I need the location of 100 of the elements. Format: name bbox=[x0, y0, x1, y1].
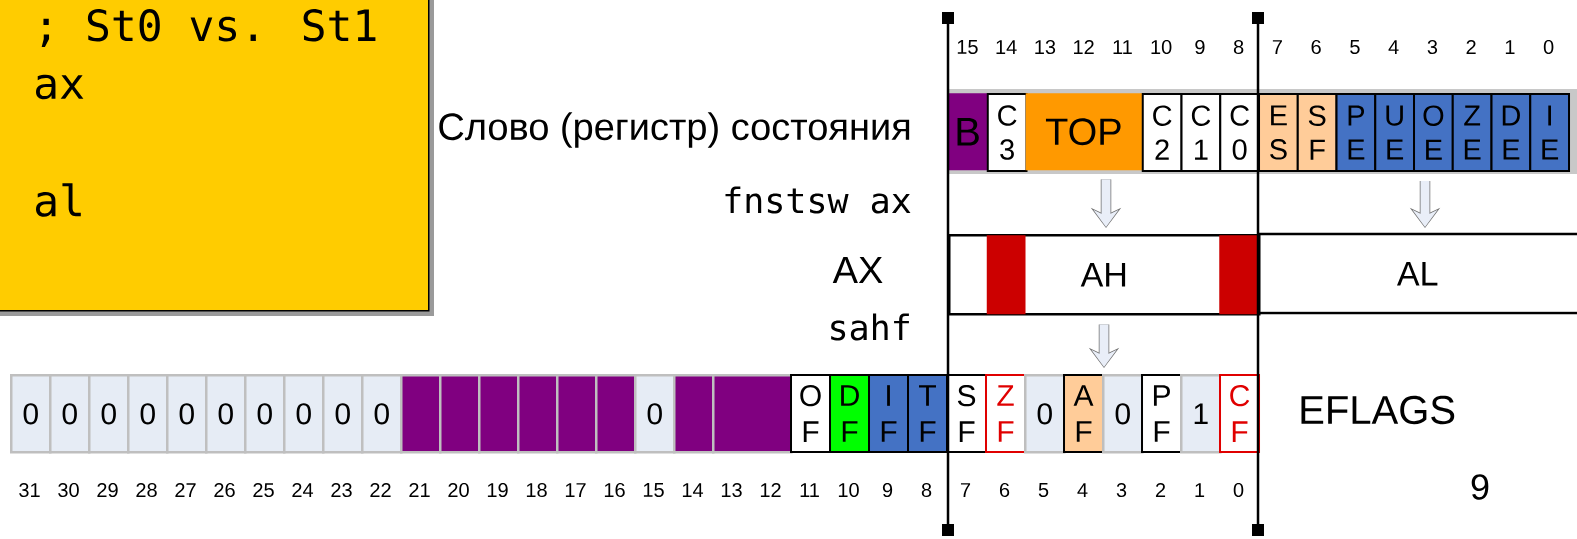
flag-cell: TOP bbox=[1025, 93, 1142, 171]
bit-number: 1 bbox=[1195, 483, 1205, 497]
bit-number: 6 bbox=[1311, 39, 1321, 55]
flag-cell: O E bbox=[1413, 93, 1454, 172]
bit-number: 19 bbox=[487, 482, 508, 498]
row-label: Слово (регистр) состояния bbox=[439, 112, 910, 148]
flag-cell: 0 bbox=[634, 374, 676, 454]
bit-number: 15 bbox=[957, 40, 978, 54]
flag-cell bbox=[673, 374, 715, 454]
register-field: AH bbox=[948, 234, 1261, 316]
flag-cell: C 0 bbox=[1219, 93, 1260, 172]
bit-number: 14 bbox=[682, 483, 704, 497]
flag-cell bbox=[595, 374, 637, 454]
bit-number: 12 bbox=[760, 483, 781, 497]
bit-number: 2 bbox=[1155, 483, 1166, 497]
bit-number: 8 bbox=[921, 482, 932, 498]
bit-number: 11 bbox=[1113, 40, 1132, 54]
flag-cell: C 2 bbox=[1141, 93, 1183, 172]
flag-cell: C 3 bbox=[986, 93, 1028, 172]
flag-cell: I F bbox=[868, 374, 909, 453]
flag-cell: 1 bbox=[1180, 374, 1222, 454]
bit-number: 0 bbox=[1233, 482, 1244, 498]
flag-cell bbox=[478, 374, 520, 454]
flag-cell: S F bbox=[1296, 93, 1338, 172]
flag-cell: O F bbox=[790, 374, 831, 453]
marker-bar bbox=[1219, 235, 1258, 315]
flag-cell bbox=[517, 374, 559, 454]
flag-cell: C F bbox=[1219, 374, 1260, 453]
bit-number: 18 bbox=[526, 482, 547, 498]
bit-number: 3 bbox=[1116, 482, 1127, 498]
flag-cell: 0 bbox=[166, 374, 208, 454]
bit-number: 2 bbox=[1466, 40, 1476, 54]
flag-cell: 0 bbox=[49, 374, 91, 454]
bit-number: 13 bbox=[721, 482, 742, 498]
flag-cell: P E bbox=[1335, 93, 1377, 172]
bit-number: 15 bbox=[643, 483, 664, 497]
flag-cell: 0 bbox=[283, 374, 325, 454]
row-label: EFLAGS bbox=[1301, 395, 1455, 425]
flag-cell: 0 bbox=[244, 374, 286, 454]
bit-number: 10 bbox=[1151, 39, 1172, 55]
flag-cell: 0 bbox=[1024, 374, 1066, 454]
bit-number: 10 bbox=[838, 482, 859, 498]
bit-number: 25 bbox=[253, 482, 274, 498]
bit-number: 27 bbox=[175, 483, 196, 497]
flag-cell: 0 bbox=[127, 374, 169, 454]
flag-cell: D F bbox=[829, 374, 870, 453]
flag-cell: U E bbox=[1374, 93, 1415, 172]
instruction-label: sahf bbox=[831, 313, 909, 341]
bit-number: 31 bbox=[19, 482, 40, 498]
flag-cell bbox=[439, 374, 481, 454]
bit-number: 23 bbox=[331, 482, 352, 498]
flag-cell: 0 bbox=[88, 374, 130, 454]
bit-number: 29 bbox=[97, 482, 118, 498]
bit-number: 5 bbox=[1350, 40, 1360, 54]
flag-cell: P F bbox=[1141, 374, 1182, 453]
bit-number: 16 bbox=[604, 482, 625, 498]
bit-number: 9 bbox=[1195, 39, 1205, 55]
bit-number: 1 bbox=[1505, 40, 1515, 54]
bit-number: 4 bbox=[1077, 483, 1088, 497]
flag-cell: Z E bbox=[1451, 93, 1493, 172]
bit-number: 22 bbox=[370, 483, 391, 497]
flag-cell: 0 bbox=[205, 374, 247, 454]
bit-number: 8 bbox=[1233, 39, 1244, 55]
flag-cell: Z F bbox=[985, 374, 1026, 453]
flag-cell: T F bbox=[907, 374, 948, 453]
bit-number: 26 bbox=[214, 482, 235, 498]
page-number: 9 bbox=[1471, 474, 1489, 500]
flag-cell bbox=[400, 374, 442, 454]
register-field: AL bbox=[1258, 232, 1577, 315]
flag-cell: 0 bbox=[361, 374, 403, 454]
flag-cell: 0 bbox=[10, 374, 52, 454]
bit-number: 4 bbox=[1388, 40, 1399, 54]
bit-number: 3 bbox=[1427, 39, 1438, 55]
flag-cell: 0 bbox=[1102, 374, 1144, 454]
flag-cell: I E bbox=[1529, 93, 1570, 172]
bit-number: 24 bbox=[292, 483, 314, 497]
flag-cell bbox=[712, 374, 793, 454]
bit-number: 7 bbox=[1272, 40, 1282, 54]
bit-number: 17 bbox=[565, 483, 586, 497]
bit-number: 11 bbox=[800, 483, 819, 497]
bit-number: 7 bbox=[960, 483, 971, 497]
flag-cell bbox=[556, 374, 598, 454]
bit-number: 28 bbox=[136, 482, 157, 498]
bit-number: 9 bbox=[882, 482, 893, 498]
bit-number: 5 bbox=[1038, 483, 1049, 497]
bit-number: 30 bbox=[58, 482, 79, 498]
bit-number: 6 bbox=[999, 482, 1010, 498]
flag-cell: C 1 bbox=[1180, 93, 1222, 172]
flag-cell: D E bbox=[1490, 93, 1532, 172]
row-label: AX bbox=[832, 256, 883, 284]
bit-number: 14 bbox=[996, 40, 1017, 54]
bit-number: 21 bbox=[409, 483, 430, 497]
flag-cell: S F bbox=[946, 374, 987, 453]
instruction-label: fnstsw ax bbox=[725, 186, 911, 214]
code-box: ; St0 vs. St1 ax al bbox=[0, 0, 434, 316]
bit-number: 13 bbox=[1035, 39, 1056, 55]
flag-cell: A F bbox=[1063, 374, 1104, 453]
marker-bar bbox=[986, 235, 1026, 315]
bit-number: 20 bbox=[448, 482, 469, 498]
flag-cell: E S bbox=[1258, 93, 1299, 172]
